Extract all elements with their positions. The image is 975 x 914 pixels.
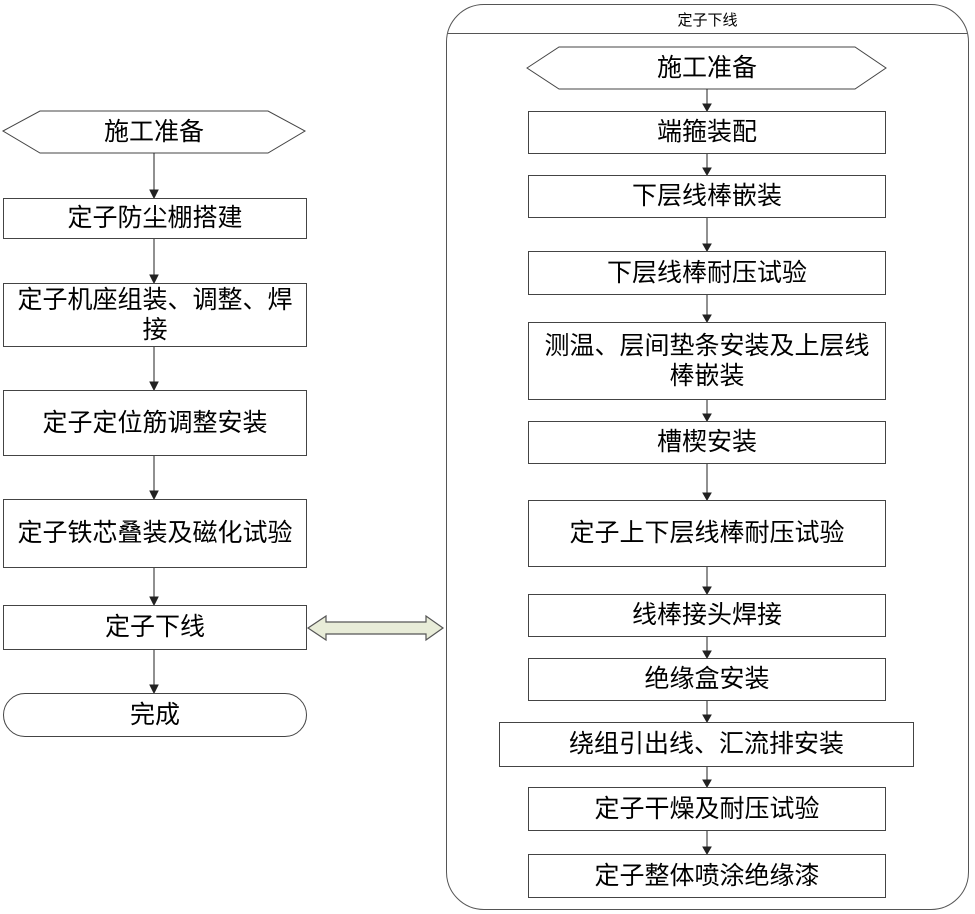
right-step-9: 绕组引出线、汇流排安装	[499, 722, 914, 767]
link-double-arrow	[306, 614, 445, 642]
right-step-2: 下层线棒嵌装	[528, 175, 886, 218]
left-start-node: 施工准备	[103, 116, 204, 146]
left-step-5: 定子下线	[3, 605, 307, 650]
right-connectors	[702, 89, 712, 856]
left-connectors	[149, 153, 159, 695]
right-step-8: 绝缘盒安装	[528, 658, 886, 701]
right-step-7: 线棒接头焊接	[528, 594, 886, 637]
right-step-1: 端箍装配	[528, 111, 886, 154]
left-step-4: 定子铁芯叠装及磁化试验	[3, 499, 307, 568]
left-step-1: 定子防尘棚搭建	[3, 198, 307, 239]
right-step-5: 槽楔安装	[528, 421, 886, 464]
left-start-hexagon	[1, 110, 307, 154]
right-step-4: 测温、层间垫条安装及上层线棒嵌装	[528, 322, 886, 400]
right-step-11: 定子整体喷涂绝缘漆	[528, 854, 886, 898]
right-start-hexagon	[526, 46, 887, 90]
left-end-node: 完成	[3, 693, 307, 737]
right-step-10: 定子干燥及耐压试验	[528, 787, 886, 831]
left-step-2: 定子机座组装、调整、焊接	[3, 283, 307, 347]
subprocess-panel: 定子下线	[446, 4, 969, 910]
right-start-node: 施工准备	[656, 52, 757, 82]
right-step-6: 定子上下层线棒耐压试验	[528, 500, 886, 567]
right-step-3: 下层线棒耐压试验	[528, 251, 886, 295]
panel-title: 定子下线	[447, 5, 968, 34]
left-step-3: 定子定位筋调整安装	[3, 390, 307, 456]
